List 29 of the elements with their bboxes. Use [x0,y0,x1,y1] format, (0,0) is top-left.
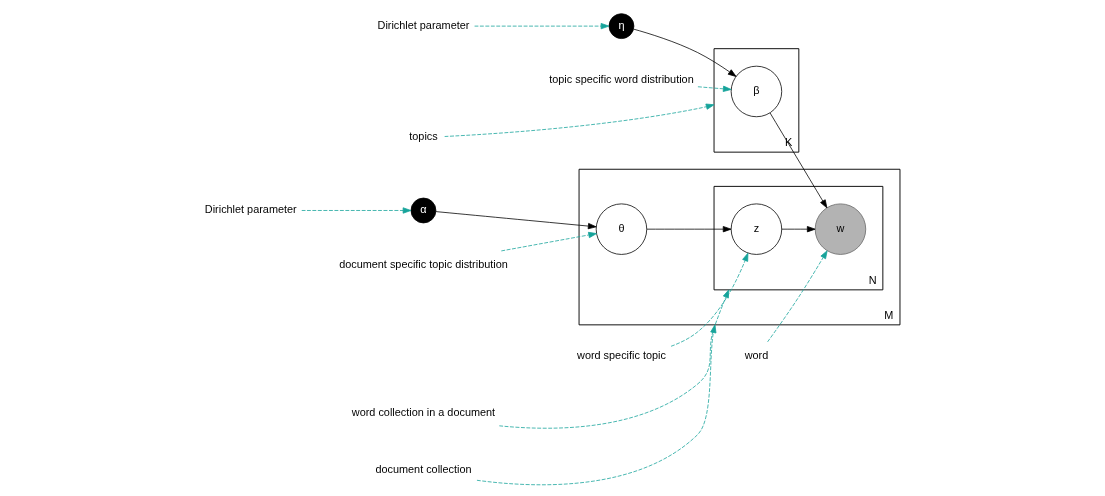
arrow [697,85,732,92]
arrow [780,225,815,232]
arrow [632,28,736,77]
node-circle: α [410,197,436,223]
node-text: Dirichlet parameter [377,18,469,31]
node-text: topic specific word distribution [548,72,694,85]
arrow [443,103,714,137]
node-text: word specific topic [576,348,666,361]
node-circle: θ [595,203,647,255]
node-circle: η [608,12,634,39]
arrow [769,112,827,208]
arrow [500,231,597,251]
node-text: document specific topic distribution [338,257,508,270]
arrow [476,323,716,485]
node-circle: β [730,65,782,117]
arrow [300,206,411,214]
node-text: word [744,348,768,361]
node-circle: z [730,203,782,255]
arrow [646,225,731,232]
node-circle: w [814,203,866,255]
arrow [435,210,596,229]
arrow [473,22,609,29]
arrow [670,252,748,347]
node-text: topics [408,129,438,142]
node-text: Dirichlet parameter [204,202,297,215]
node-text: word collection in a document [351,405,495,418]
node-text: document collection [374,462,472,475]
arrow [498,288,729,429]
arrow [766,249,828,342]
